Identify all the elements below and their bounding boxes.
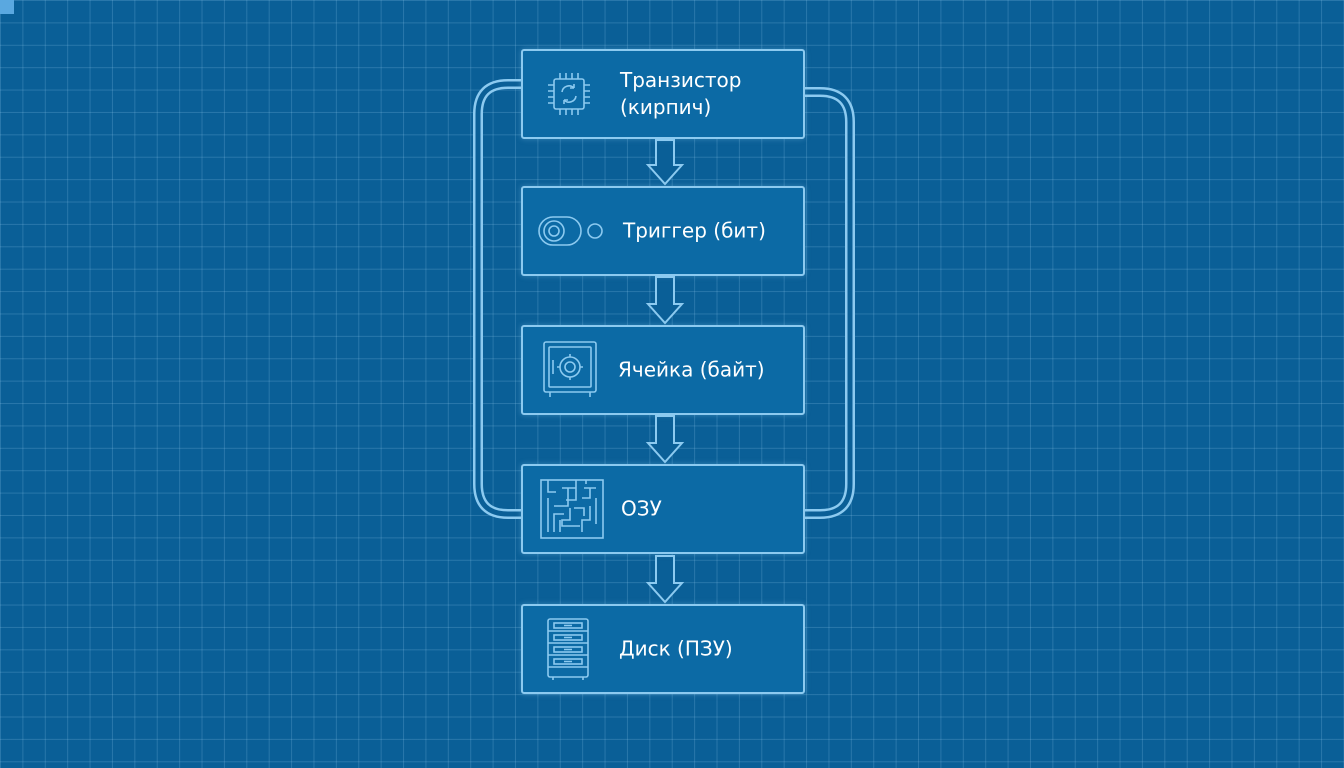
node-label: Ячейка (байт) bbox=[618, 357, 765, 382]
node-cell: Ячейка (байт) bbox=[521, 325, 805, 415]
loop-connector-left bbox=[473, 79, 521, 519]
corner-marker bbox=[0, 0, 14, 14]
node-label: ОЗУ bbox=[621, 496, 662, 521]
node-disk: Диск (ПЗУ) bbox=[521, 604, 805, 694]
node-label: Транзистор (кирпич) bbox=[620, 68, 742, 119]
cabinet-icon bbox=[545, 617, 591, 681]
safe-icon bbox=[541, 340, 599, 400]
node-ram: ОЗУ bbox=[521, 464, 805, 554]
chip-icon bbox=[543, 68, 595, 120]
arrow-transistor-to-trigger bbox=[645, 139, 685, 186]
node-label: Диск (ПЗУ) bbox=[619, 636, 733, 661]
loop-connector-right bbox=[805, 87, 855, 519]
arrow-ram-to-disk bbox=[645, 555, 685, 604]
arrow-trigger-to-cell bbox=[645, 276, 685, 325]
node-transistor: Транзистор (кирпич) bbox=[521, 49, 805, 139]
node-trigger: Триггер (бит) bbox=[521, 186, 805, 276]
arrow-cell-to-ram bbox=[645, 415, 685, 464]
node-label: Триггер (бит) bbox=[623, 218, 766, 243]
maze-icon bbox=[538, 478, 606, 540]
toggle-icon bbox=[537, 213, 607, 249]
